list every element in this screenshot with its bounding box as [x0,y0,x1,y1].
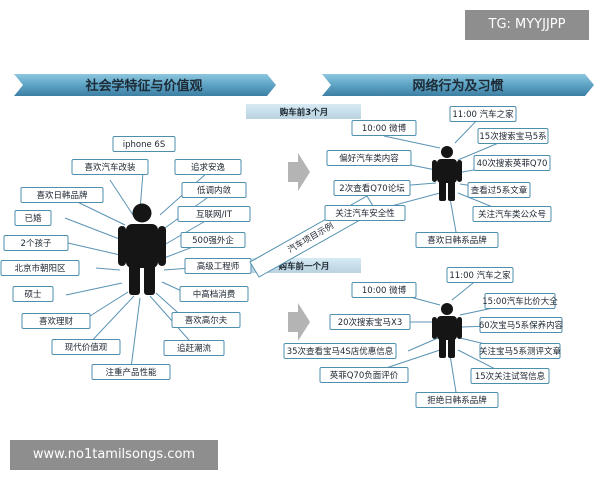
s1-item-box: 查看过5系文章 [467,182,531,198]
item-label: 英菲Q70负面评价 [330,370,399,381]
item-label: 北京市朝阳区 [14,263,66,274]
left-item-box: 2个孩子 [3,235,69,251]
item-label: 硕士 [24,289,42,300]
s2-item-box: 拒绝日韩系品牌 [415,392,499,408]
left-panel-title: 社会学特征与价值观 [84,78,202,94]
s2-item-box: 20次搜索宝马X3 [329,314,411,330]
item-label: 15次关注试驾信息 [475,371,546,382]
item-label: 500强外企 [192,235,234,246]
s1-item-box: 2次查看Q70论坛 [333,180,411,196]
left-item-box: 互联网/IT [177,206,251,222]
item-label: 关注汽车类公众号 [478,209,546,220]
item-label: 现代价值观 [65,342,108,353]
left-item-box: 喜欢日韩品牌 [20,187,104,203]
item-label: 20次搜索宝马X3 [338,317,403,328]
watermark-bottom: www.no1tamilsongs.com [10,440,218,470]
item-label: 高级工程师 [197,261,240,272]
item-label: 中高档消费 [193,289,236,300]
item-label: 追赶潮流 [177,343,212,354]
s1-item-box: 15次搜索宝马5系 [477,128,549,144]
item-label: 35次查看宝马4S店优惠信息 [287,346,394,357]
left-item-box: 已婚 [14,210,52,226]
left-item-box: 喜欢高尔夫 [171,312,241,328]
right-panel-title: 网络行为及习惯 [412,78,503,94]
item-label: 低调内敛 [197,185,232,196]
item-label: 关注宝马5系测评文章 [479,346,561,357]
left-item-box: iphone 6S [112,136,176,152]
left-item-box: 北京市朝阳区 [0,260,80,276]
left-item-box: 追求安逸 [174,159,242,175]
s1-item-box: 喜欢日韩系品牌 [415,232,499,248]
item-label: 拒绝日韩系品牌 [427,395,487,406]
section2-items: 10:00 微博 11:00 汽车之家 15:00汽车比价大全 20次搜索宝马X3 60… [283,267,564,408]
left-person-figure [118,203,166,295]
left-item-box: 硕士 [12,286,54,302]
s1-item-box: 40次搜索英菲Q70 [473,155,551,171]
item-label: 喜欢汽车改装 [84,162,136,173]
item-label: 关注汽车安全性 [335,208,395,219]
s1-item-box: 11:00 汽车之家 [449,106,517,122]
item-label: 15次搜索宝马5系 [479,131,546,142]
item-label: 喜欢理财 [39,316,74,327]
s1-item-box: 关注汽车类公众号 [472,206,552,222]
item-label: 10:00 微博 [362,123,407,134]
s1-item-box: 偏好汽车类内容 [326,150,412,166]
item-label: 11:00 汽车之家 [452,109,514,120]
right-banner: 网络行为及习惯 [322,74,594,96]
section2-title: 购车前一个月 [277,261,329,272]
item-label: 喜欢日韩系品牌 [427,235,487,246]
watermark-top: TG: MYYJJPP [465,10,589,40]
left-item-box: 喜欢理财 [21,313,91,329]
left-item-box: 追赶潮流 [163,340,225,356]
arrow-upper [288,153,310,191]
s2-item-box: 35次查看宝马4S店优惠信息 [283,343,397,359]
item-label: 40次搜索英菲Q70 [477,158,548,169]
arrow-lower [288,303,310,341]
left-item-box: 注重产品性能 [91,364,171,380]
left-item-box: 500强外企 [180,232,246,248]
left-item-box: 高级工程师 [184,258,252,274]
s2-item-box: 11:00 汽车之家 [446,267,514,283]
s1-item-box: 关注汽车安全性 [324,205,406,221]
left-banner: 社会学特征与价值观 [14,74,276,96]
item-label: 已婚 [24,213,42,224]
item-label: 互联网/IT [196,210,233,220]
item-label: 喜欢高尔夫 [185,315,228,326]
item-label: 喜欢日韩品牌 [36,190,88,201]
section1-header: 购车前3个月 [246,104,361,119]
s2-item-box: 关注宝马5系测评文章 [479,343,561,359]
section1-person-figure [432,146,462,201]
item-label: 追求安逸 [191,162,226,173]
s2-item-box: 15次关注试驾信息 [470,368,550,384]
item-label: 偏好汽车类内容 [339,153,399,164]
item-label: 注重产品性能 [105,367,157,378]
left-item-box: 喜欢汽车改装 [71,159,149,175]
item-label: 60次宝马5系保养内容 [479,320,564,331]
item-label: 查看过5系文章 [471,185,528,196]
item-label: 2次查看Q70论坛 [339,183,405,194]
item-label: 2个孩子 [21,238,52,249]
s2-item-box: 60次宝马5系保养内容 [479,317,564,333]
item-label: 11:00 汽车之家 [449,270,511,281]
left-item-box: 中高档消费 [179,286,249,302]
s1-item-box: 10:00 微博 [351,120,417,136]
item-label: 10:00 微博 [362,285,407,296]
section2-person-figure [432,303,462,358]
s2-item-box: 英菲Q70负面评价 [319,367,409,383]
left-item-box: 现代价值观 [51,339,121,355]
s2-item-box: 15:00汽车比价大全 [482,293,558,309]
left-item-box: 低调内敛 [181,182,247,198]
item-label: 15:00汽车比价大全 [482,296,558,307]
section1-title: 购车前3个月 [279,107,328,118]
s2-item-box: 10:00 微博 [351,282,417,298]
item-label: iphone 6S [123,140,165,150]
